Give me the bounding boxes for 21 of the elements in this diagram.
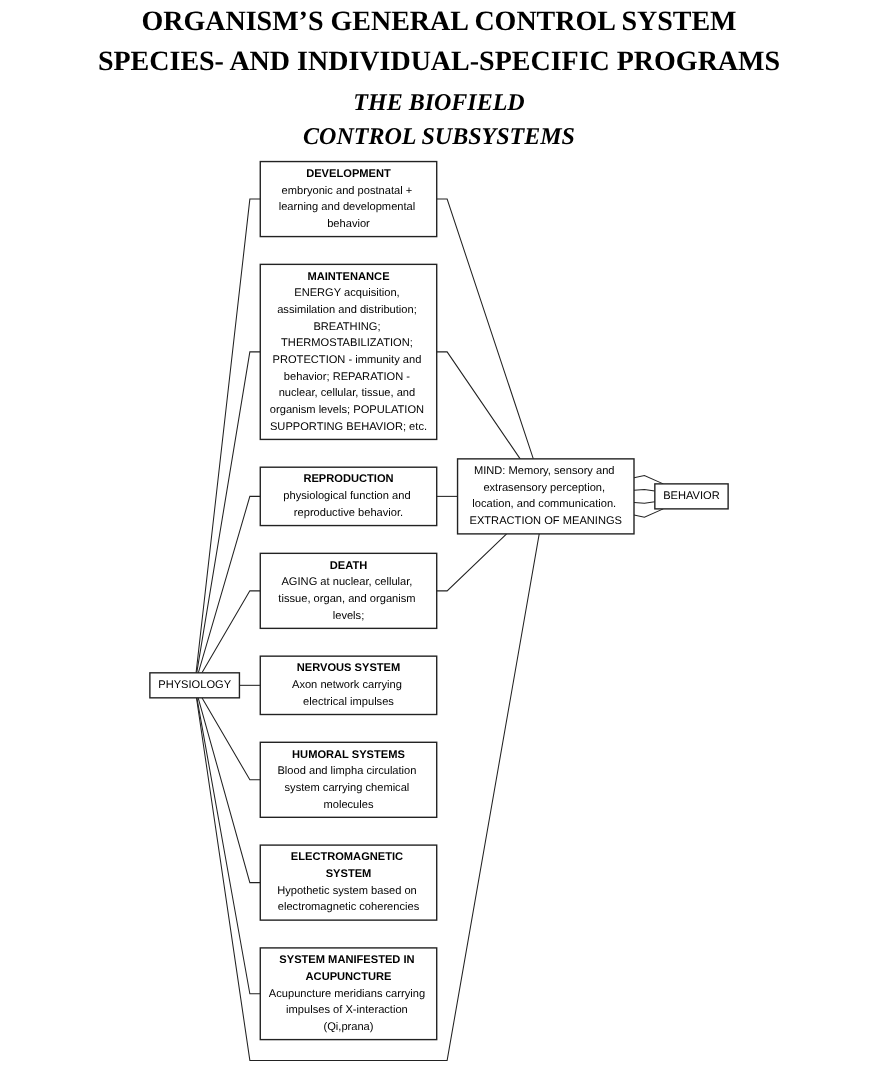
diagram-title: ORGANISM’S GENERAL CONTROL SYSTEM bbox=[139, 8, 739, 40]
connector bbox=[633, 508, 664, 518]
connector bbox=[196, 351, 261, 674]
connector bbox=[436, 533, 508, 592]
connector bbox=[201, 590, 261, 674]
section-heading: CONTROL SUBSYSTEMS bbox=[301, 122, 577, 152]
connector bbox=[195, 533, 540, 1061]
connector bbox=[633, 501, 656, 504]
connector bbox=[633, 488, 656, 492]
connector bbox=[197, 495, 261, 674]
connector bbox=[436, 351, 521, 460]
connector bbox=[436, 198, 534, 460]
connector bbox=[201, 697, 261, 781]
connector bbox=[196, 697, 261, 995]
connector bbox=[197, 697, 261, 884]
connector bbox=[633, 475, 664, 485]
subtitle: SPECIES- AND INDIVIDUAL-SPECIFIC PROGRAMS bbox=[95, 48, 783, 80]
connector bbox=[238, 684, 261, 686]
section-heading: THE BIOFIELD bbox=[351, 88, 527, 118]
connector bbox=[436, 495, 459, 497]
connector bbox=[195, 198, 261, 674]
